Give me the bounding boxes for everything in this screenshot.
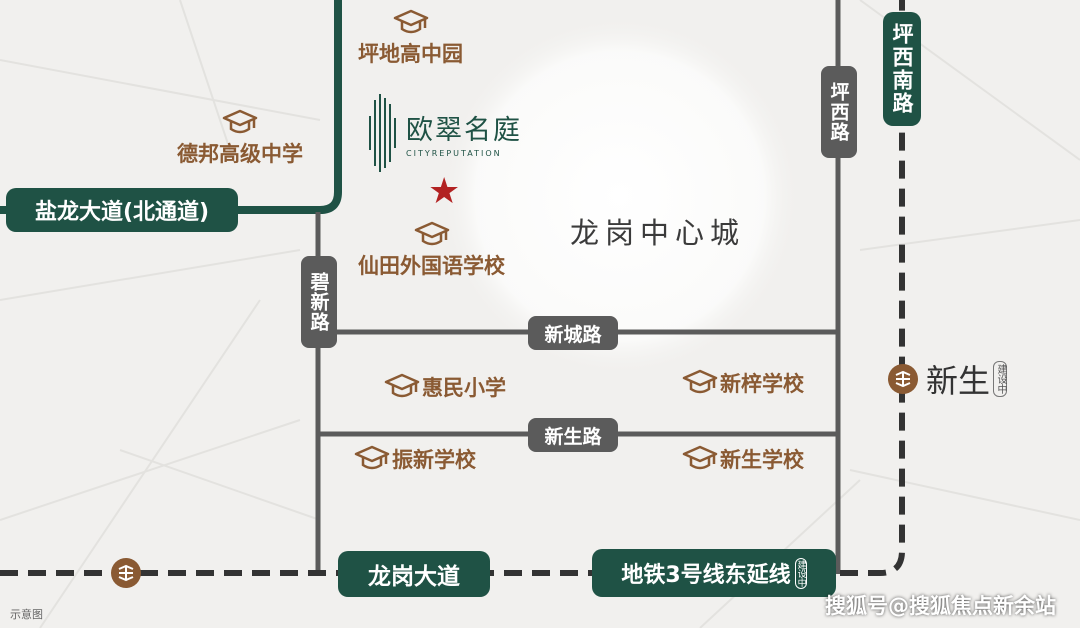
graduation-cap-icon <box>682 445 718 470</box>
metro-icon[interactable] <box>111 558 141 588</box>
school-huimin[interactable]: 惠民小学 <box>382 372 506 402</box>
school-label: 坪地高中园 <box>358 42 463 66</box>
station-name: 新生 <box>926 362 991 400</box>
graduation-cap-icon <box>393 9 428 34</box>
graduation-cap-icon <box>682 369 718 394</box>
logo-bars-icon <box>369 94 396 172</box>
school-xinzi[interactable]: 新梓学校 <box>680 368 804 398</box>
district-label: 龙岗中心城 <box>570 216 746 250</box>
graduation-cap-icon <box>384 373 420 398</box>
project-logo[interactable]: 欧翠名庭 CITYREPUTATION <box>368 94 522 172</box>
school-debang[interactable]: 德邦高级中学 <box>177 108 303 168</box>
metro-line-3-label[interactable]: 地铁3号线东延线 建设中 <box>592 549 836 597</box>
school-label: 振新学校 <box>392 448 476 472</box>
school-pingdi[interactable]: 坪地高中园 <box>358 8 463 68</box>
station-xinsheng[interactable]: 新生 建设中 <box>888 356 1008 402</box>
road-label-xinsheng[interactable]: 新生路 <box>528 418 618 452</box>
school-label: 新梓学校 <box>720 372 804 396</box>
metro-line-3-status: 建设中 <box>794 557 807 589</box>
road-label-bixin[interactable]: 碧新路 <box>301 256 337 348</box>
metro-logo-icon <box>118 564 134 582</box>
school-zhenxin[interactable]: 振新学校 <box>352 444 476 474</box>
graduation-cap-icon <box>414 221 449 246</box>
watermark: 搜狐号@搜狐焦点新余站 <box>825 594 1056 618</box>
school-xiantian[interactable]: 仙田外国语学校 <box>358 220 505 280</box>
road-label-longgang[interactable]: 龙岗大道 <box>338 551 490 597</box>
school-label: 德邦高级中学 <box>177 142 303 166</box>
graduation-cap-icon <box>354 445 390 470</box>
metro-logo-icon <box>895 370 911 388</box>
school-label: 仙田外国语学校 <box>358 254 505 278</box>
road-yanlong <box>0 0 342 214</box>
station-status: 建设中 <box>993 361 1008 397</box>
road-label-xincheng[interactable]: 新城路 <box>528 316 618 350</box>
project-subtitle: CITYREPUTATION <box>406 149 502 158</box>
central-city-halo <box>440 16 800 376</box>
graduation-cap-icon <box>222 109 258 134</box>
footnote: 示意图 <box>10 608 43 621</box>
road-label-yanlong[interactable]: 盐龙大道(北通道) <box>6 188 238 232</box>
red-star-icon[interactable]: ★ <box>428 171 461 212</box>
road-label-pingxi[interactable]: 坪西路 <box>821 66 857 158</box>
school-xinsheng[interactable]: 新生学校 <box>680 444 804 474</box>
school-label: 新生学校 <box>720 448 804 472</box>
school-label: 惠民小学 <box>422 376 506 400</box>
metro-line-3-name: 地铁3号线东延线 <box>621 563 791 588</box>
metro-icon <box>888 364 918 394</box>
project-name: 欧翠名庭 <box>406 115 522 146</box>
metro-line-3 <box>0 0 905 576</box>
road-label-pingxinan[interactable]: 坪西南路 <box>883 12 921 126</box>
